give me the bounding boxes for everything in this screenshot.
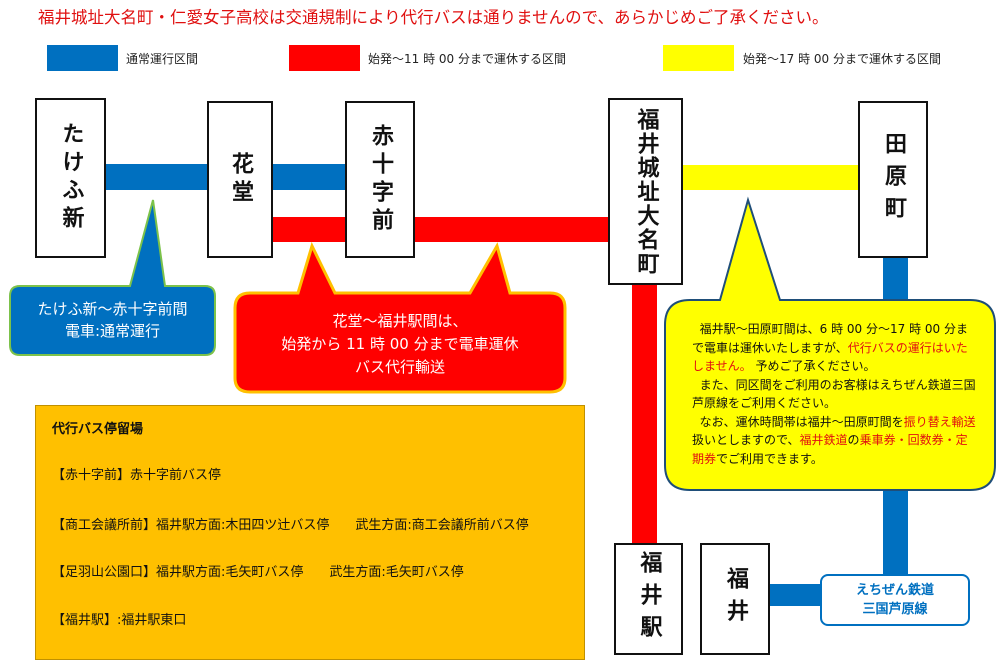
p1-text: 福井駅～田原町間は、6 時 00 分～17 時 00 分まで電車は運休いたします…	[692, 322, 968, 355]
track-blue-fukui-connector	[768, 584, 828, 606]
p1-red: 代行バスの運行はいたしません。	[692, 340, 968, 374]
legend-swatch-until-17	[663, 45, 734, 71]
red-callout-line1: 花堂～福井駅間は、	[332, 312, 468, 330]
p1-end: 予めご了承ください。	[755, 359, 876, 373]
blue-callout-line1: たけふ新～赤十字前間	[37, 300, 188, 318]
p3f: 乗車券・回数券・定期券	[692, 433, 968, 466]
red-callout-line2: 始発から 11 時 00 分まで電車運休	[281, 335, 519, 353]
bus-stop-row: 【足羽山公園口】福井駅方面:毛矢町バス停 武生方面:毛矢町バス停	[52, 565, 464, 580]
p3b: 振り替え輸送	[903, 414, 976, 429]
blue-callout: たけふ新～赤十字前間 電車:通常運行	[10, 298, 215, 342]
yellow-callout-p1: 福井駅～田原町間は、6 時 00 分～17 時 00 分まで電車は運休いたします…	[692, 320, 977, 376]
station-sekijujimae: 赤十字前	[345, 101, 415, 258]
p3e: の	[847, 433, 860, 447]
yellow-callout-p3: なお、運休時間帯は福井～田原町間を振り替え輸送扱いとしますので、福井鉄道の乗車券…	[692, 413, 977, 469]
track-yellow-joshi-tawaramachi	[682, 165, 860, 190]
red-callout: 花堂～福井駅間は、 始発から 11 時 00 分まで電車運休 バス代行輸送	[235, 310, 565, 379]
legend-label-normal: 通常運行区間	[126, 52, 199, 66]
legend-label-until-17: 始発～17 時 00 分まで運休する区間	[743, 52, 941, 66]
station-fukui-echizen: 福井	[700, 543, 770, 655]
track-red-hanando-sekijuji	[272, 217, 346, 242]
track-blue-takefushin-hanando	[104, 164, 208, 190]
bus-stop-row: 【商工会議所前】福井駅方面:木田四ツ辻バス停 武生方面:商工会議所前バス停	[52, 518, 529, 533]
station-hanando: 花堂	[207, 101, 273, 258]
station-fukuiekimae: 福井駅	[614, 543, 683, 655]
bus-stops-box: 代行バス停留場 【赤十字前】赤十字前バス停 【商工会議所前】福井駅方面:木田四ツ…	[35, 405, 585, 660]
mikuni-awara-line-name: 三国芦原線	[862, 602, 928, 617]
yellow-callout-p2: また、同区間をご利用のお客様はえちぜん鉄道三国芦原線をご利用ください。	[692, 376, 977, 413]
notice-text: 福井城址大名町・仁愛女子高校は交通規制により代行バスは通りませんので、あらかじめ…	[38, 8, 829, 27]
blue-callout-shape	[9, 199, 216, 356]
legend-label-until-11: 始発～11 時 00 分まで運休する区間	[368, 52, 566, 66]
station-takefushin: たけふ新	[35, 98, 106, 258]
p3d: 福井鉄道	[799, 433, 848, 447]
yellow-callout-shape	[664, 196, 996, 491]
blue-callout-line2: 電車:通常運行	[64, 322, 161, 340]
p3c: 扱いとしますので、	[692, 433, 800, 447]
track-red-sekijuji-joshi	[414, 217, 610, 242]
legend-swatch-normal	[47, 45, 118, 71]
track-red-joshi-fukuieki	[632, 284, 657, 544]
legend-swatch-until-11	[289, 45, 360, 71]
yellow-callout: 福井駅～田原町間は、6 時 00 分～17 時 00 分まで電車は運休いたします…	[692, 320, 977, 468]
p2-text: また、同区間をご利用のお客様はえちぜん鉄道三国芦原線をご利用ください。	[692, 377, 976, 411]
bus-stops-heading: 代行バス停留場	[52, 422, 144, 437]
p3g: でご利用できます。	[716, 451, 823, 466]
track-blue-hanando-sekijuji	[272, 164, 346, 190]
p3a: なお、運休時間帯は福井～田原町間を	[699, 414, 904, 429]
echizen-mikuni-awara-line-label: えちぜん鉄道 三国芦原線	[820, 574, 970, 626]
station-fukuijoshi-daimyomachi: 福井城址大名町	[608, 98, 683, 285]
red-callout-line3: バス代行輸送	[354, 358, 445, 376]
bus-stop-row: 【福井駅】:福井駅東口	[52, 613, 187, 628]
red-callout-shape	[233, 241, 567, 394]
bus-stop-row: 【赤十字前】赤十字前バス停	[52, 468, 222, 483]
echizen-line-name: えちぜん鉄道	[855, 583, 934, 598]
station-tawaramachi: 田原町	[858, 101, 928, 258]
